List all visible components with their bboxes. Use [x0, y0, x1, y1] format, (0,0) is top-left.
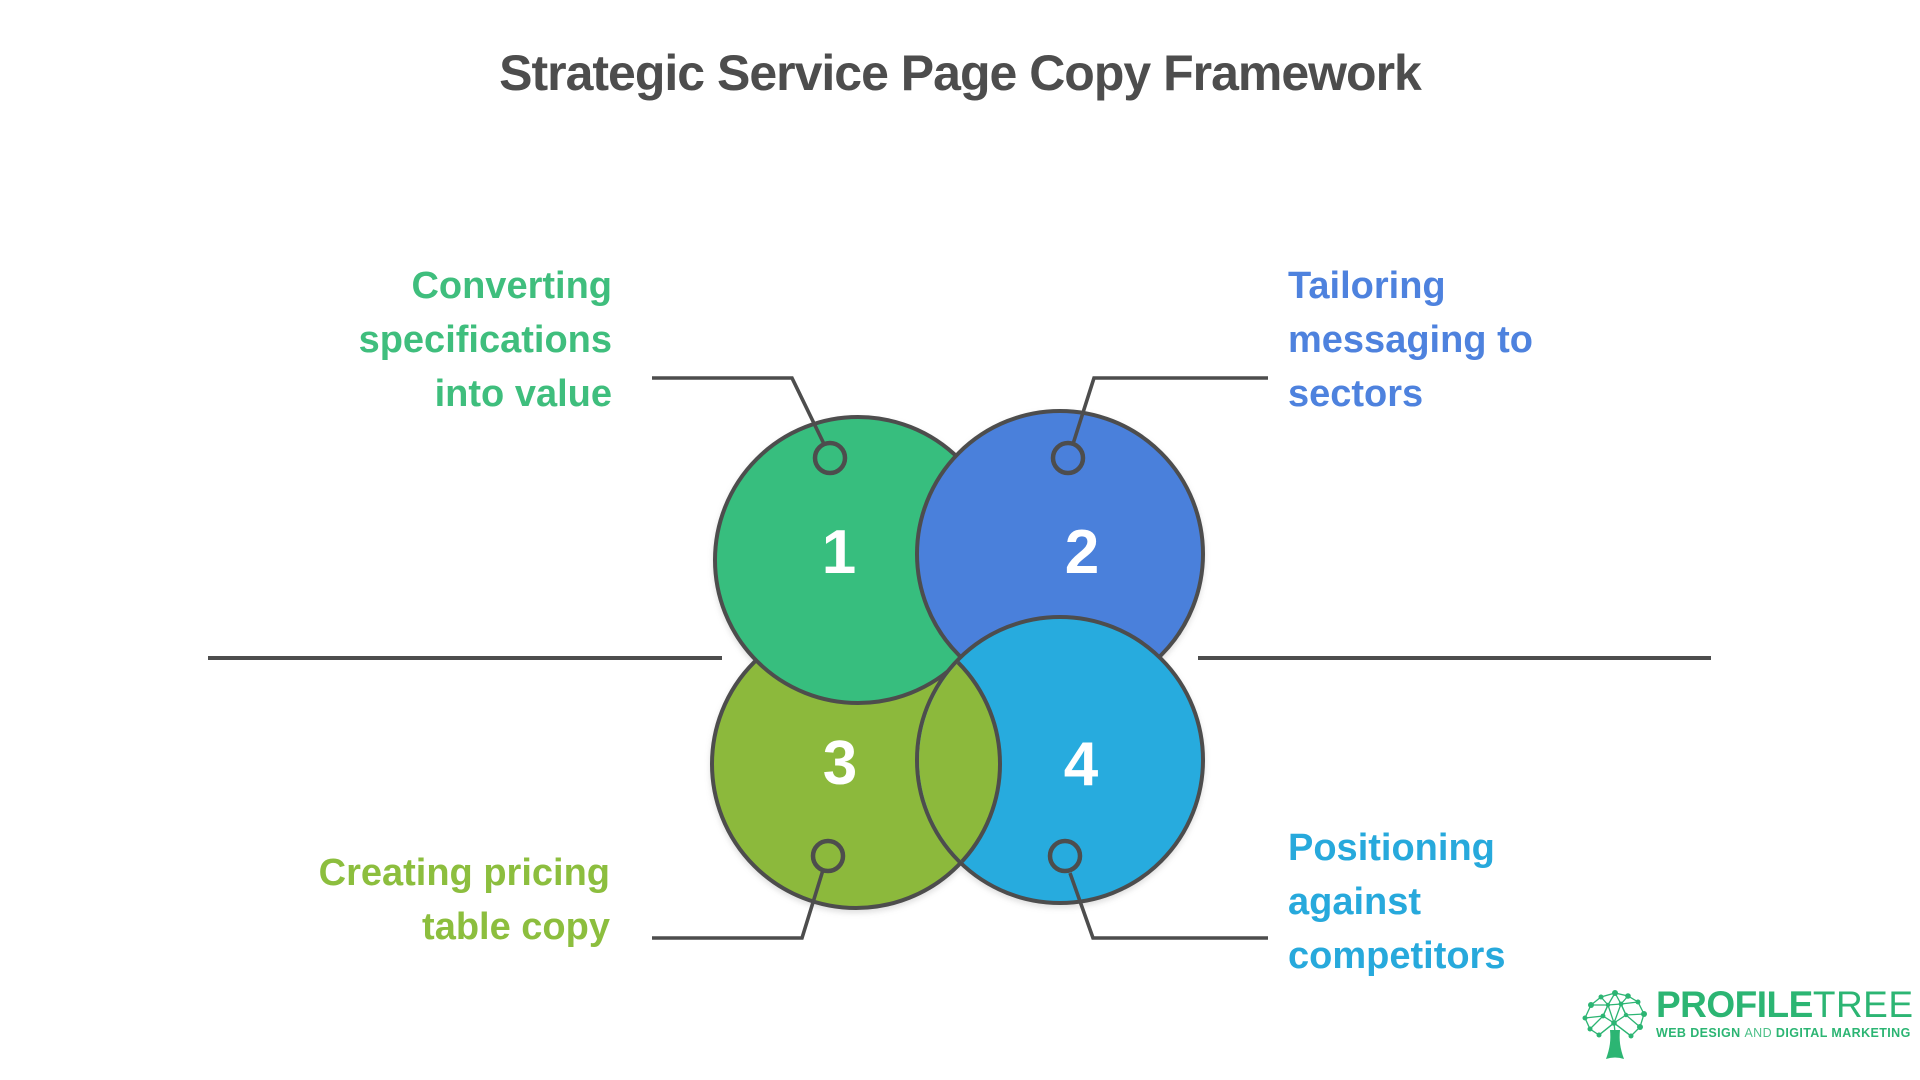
step-label-2-line-3: sectors: [1288, 373, 1424, 415]
step-label-1-line-3: into value: [434, 373, 612, 415]
circle-number-1: 1: [822, 518, 856, 587]
circle-number-3: 3: [823, 729, 857, 798]
step-label-1: Converting specifications into value: [212, 259, 612, 421]
brand-tagline-web-design: WEB DESIGN: [1656, 1026, 1745, 1040]
brand-tagline: WEB DESIGN AND DIGITAL MARKETING: [1656, 1026, 1914, 1041]
brand-wordmark: PROFILETREE: [1656, 986, 1914, 1024]
circle-number-4: 4: [1064, 730, 1099, 799]
connector-line-step-2: [1071, 376, 1268, 445]
step-label-2: Tailoring messaging to sectors: [1288, 259, 1708, 421]
connector-line-step-3: [652, 869, 825, 940]
step-circles: [710, 409, 1205, 910]
step-label-4-line-1: Positioning: [1288, 827, 1495, 869]
step-label-3: Creating pricing table copy: [210, 846, 610, 954]
step-label-3-line-1: Creating pricing: [318, 852, 610, 894]
connector-line-step-1: [652, 376, 826, 445]
anchor-ring-icon-step-1: [812, 440, 848, 476]
connector-line-step-4: [1068, 872, 1268, 940]
step-label-3-line-2: table copy: [422, 906, 610, 948]
anchor-ring-icon-step-2: [1050, 440, 1086, 476]
step-label-4: Positioning against competitors: [1288, 821, 1708, 983]
circle-number-2: 2: [1065, 518, 1099, 587]
step-label-4-line-2: against: [1288, 881, 1422, 923]
step-label-2-line-1: Tailoring: [1288, 265, 1446, 307]
brand-wordmark-tree: TREE: [1812, 984, 1914, 1025]
brand-wordmark-profile: PROFILE: [1656, 984, 1813, 1025]
profiletree-logo: PROFILETREE WEB DESIGN AND DIGITAL MARKE…: [1581, 986, 1914, 1062]
anchor-ring-icon-step-3: [810, 838, 846, 874]
page-title: Strategic Service Page Copy Framework: [499, 45, 1422, 101]
step-label-1-line-1: Converting: [411, 265, 612, 307]
connector-lines: [652, 376, 1268, 940]
brand-tagline-and: AND: [1744, 1026, 1776, 1040]
anchor-rings: [810, 440, 1086, 874]
step-label-4-line-3: competitors: [1288, 935, 1506, 977]
tree-icon: [1582, 990, 1647, 1059]
circle-step-4: [915, 615, 1205, 905]
step-label-1-line-2: specifications: [358, 319, 612, 361]
step-label-2-line-2: messaging to: [1288, 319, 1533, 361]
brand-tagline-digital-marketing: DIGITAL MARKETING: [1775, 1026, 1911, 1040]
anchor-ring-icon-step-4: [1047, 838, 1083, 874]
